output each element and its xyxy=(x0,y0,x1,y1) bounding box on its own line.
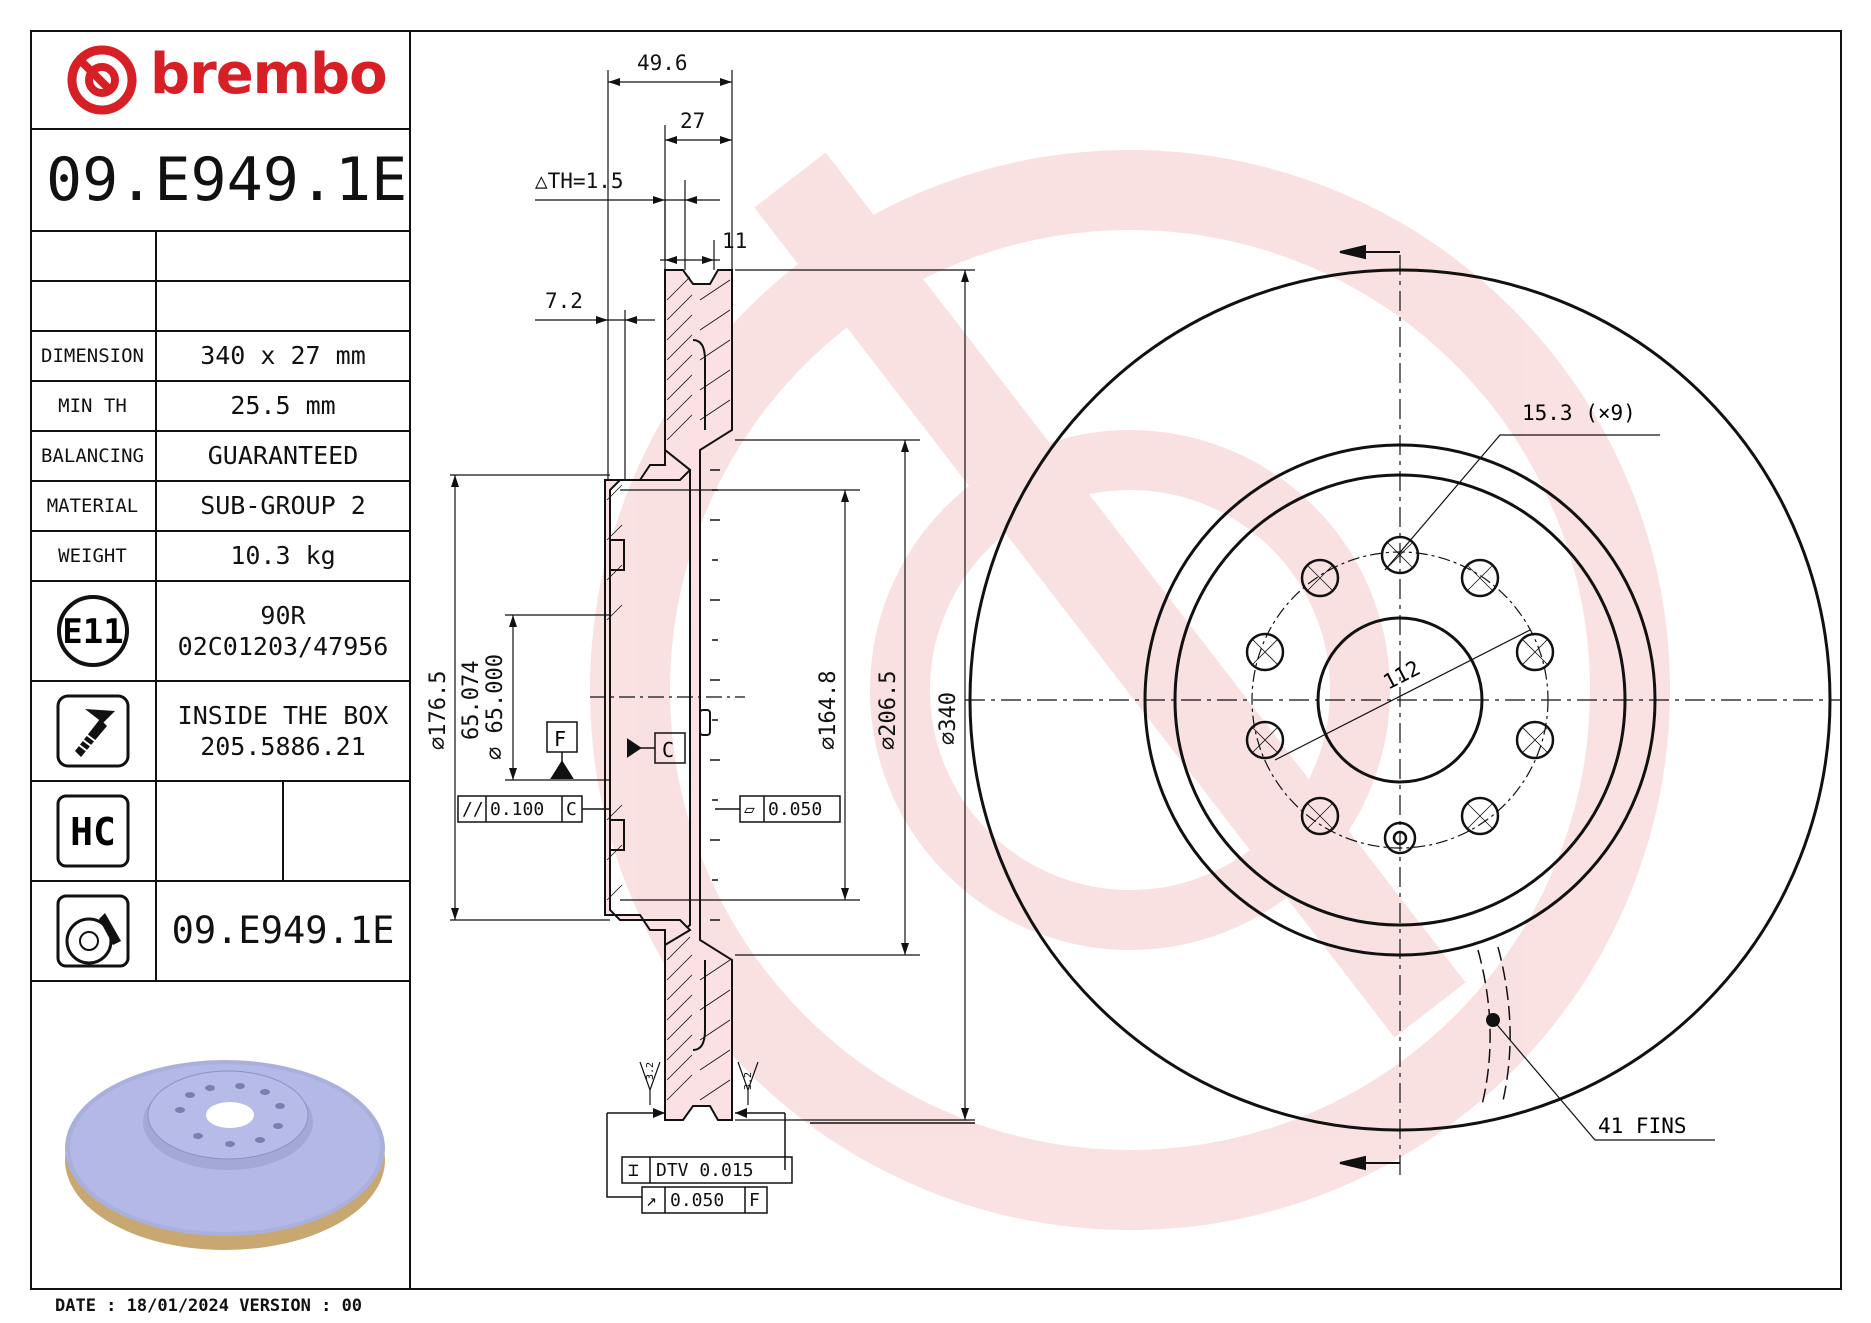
spec-label: MIN TH xyxy=(30,382,157,430)
spec-label: WEIGHT xyxy=(30,532,157,580)
screw-line-1: INSIDE THE BOX xyxy=(177,700,389,730)
blank-row-1 xyxy=(30,232,409,282)
approval-line-2: 02C01203/47956 xyxy=(177,632,389,661)
disc-render-image xyxy=(65,1060,385,1250)
disc-part-row: 09.E949.1E xyxy=(30,882,409,982)
spec-value: SUB-GROUP 2 xyxy=(200,491,366,521)
footer-date-version: DATE : 18/01/2024 VERSION : 00 xyxy=(55,1296,363,1316)
screw-row: INSIDE THE BOX 205.5886.21 xyxy=(30,682,409,782)
spec-value: 25.5 mm xyxy=(230,391,336,421)
part-number: 09.E949.1E xyxy=(30,130,409,232)
screw-line-2: 205.5886.21 xyxy=(200,732,366,761)
spec-row-min-th: MIN TH 25.5 mm xyxy=(30,382,409,432)
title-block: brembo 09.E949.1E DIMENSION 340 x 27 mm … xyxy=(30,30,411,1290)
brand-name: brembo xyxy=(150,42,388,107)
spec-value: 10.3 kg xyxy=(230,541,336,571)
spec-value: GUARANTEED xyxy=(207,441,359,471)
hc-row: HC xyxy=(30,782,409,882)
approval-line-1: 90R xyxy=(260,600,306,630)
drawing-frame xyxy=(30,30,1842,1290)
spec-row-weight: WEIGHT 10.3 kg xyxy=(30,532,409,582)
hc-label: HC xyxy=(70,810,116,854)
e11-approval-icon: E11 xyxy=(56,595,129,667)
spec-value: 340 x 27 mm xyxy=(200,341,366,371)
disc-part-number: 09.E949.1E xyxy=(171,908,395,952)
spec-label: BALANCING xyxy=(30,432,157,480)
spec-label: DIMENSION xyxy=(30,332,157,380)
screw-icon xyxy=(56,694,129,768)
e11-label: E11 xyxy=(62,612,123,652)
brembo-logo-icon xyxy=(67,45,137,115)
brand-logo: brembo xyxy=(30,30,409,130)
spec-row-balancing: BALANCING GUARANTEED xyxy=(30,432,409,482)
spec-row-dimension: DIMENSION 340 x 27 mm xyxy=(30,332,409,382)
spec-row-material: MATERIAL SUB-GROUP 2 xyxy=(30,482,409,532)
disc-icon xyxy=(56,894,129,968)
approval-row: E11 90R 02C01203/47956 xyxy=(30,582,409,682)
hc-icon: HC xyxy=(56,794,129,868)
spec-label: MATERIAL xyxy=(30,482,157,530)
blank-row-2 xyxy=(30,282,409,332)
